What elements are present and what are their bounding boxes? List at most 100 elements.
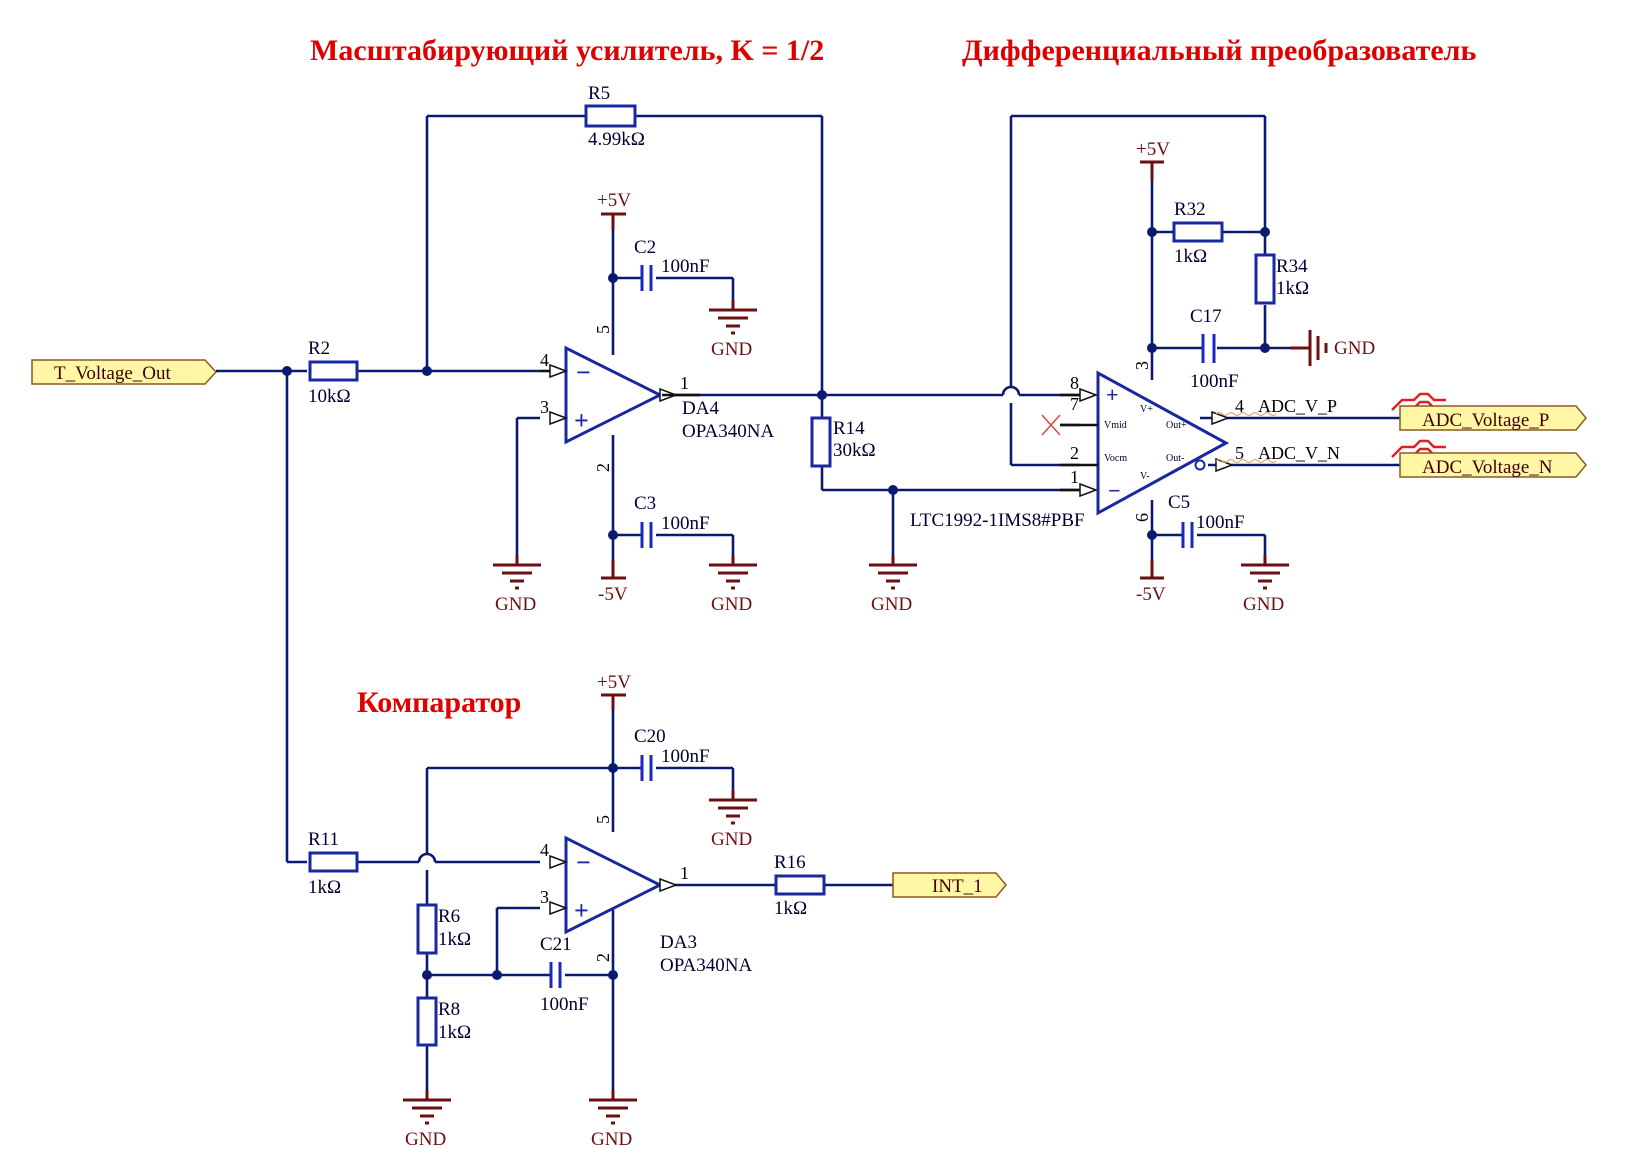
- vpos-label: +5V: [1136, 139, 1170, 160]
- opamp-da3[interactable]: − + 4 3 1 5 2 DA3 OPA340NA: [540, 815, 752, 976]
- resistor-r16[interactable]: R16 1kΩ: [774, 852, 826, 919]
- ground-icon: GND: [493, 555, 541, 615]
- ground-icon: GND: [1241, 555, 1289, 615]
- c5-value: 100nF: [1196, 512, 1245, 533]
- ltc-pin-6: 6: [1132, 513, 1152, 522]
- port-t-voltage-out-label: T_Voltage_Out: [54, 363, 172, 384]
- ground-icon: GND: [403, 1090, 451, 1149]
- capacitor-c2[interactable]: C2 100nF: [634, 237, 710, 291]
- port-int-1[interactable]: INT_1: [892, 872, 1007, 898]
- gnd-label: GND: [1243, 594, 1284, 615]
- title-differential-converter: Дифференциальный преобразователь: [962, 34, 1476, 67]
- port-adc-voltage-p-label: ADC_Voltage_P: [1422, 410, 1549, 431]
- ltc-vpos-name: V+: [1140, 404, 1153, 415]
- power-vpos-da4: +5V: [597, 190, 631, 230]
- r8-value: 1kΩ: [438, 1022, 471, 1043]
- ltc-pin-2: 2: [1070, 443, 1079, 463]
- net-adc-v-p: ADC_V_P: [1258, 396, 1337, 416]
- gnd-label: GND: [591, 1129, 632, 1149]
- r16-value: 1kΩ: [774, 898, 807, 919]
- port-adc-voltage-p[interactable]: ADC_Voltage_P: [1399, 405, 1587, 431]
- r34-value: 1kΩ: [1276, 278, 1309, 299]
- ltc-pin-7: 7: [1070, 394, 1079, 414]
- ground-icon: GND: [709, 790, 757, 850]
- title-scaling-amplifier: Масштабирующий усилитель, K = 1/2: [310, 34, 824, 67]
- da3-pin-out: 1: [680, 863, 689, 883]
- ltc-pin-1: 1: [1070, 467, 1079, 487]
- c5-ref: C5: [1168, 492, 1190, 513]
- r14-value: 30kΩ: [833, 440, 876, 461]
- ground-symbols: GND GND GND GND GND GND GND GND: [403, 300, 1289, 1149]
- resistor-r14[interactable]: R14 30kΩ: [810, 416, 876, 468]
- resistor-r2[interactable]: R2 10kΩ: [308, 338, 359, 407]
- wires-comparator: [287, 695, 893, 1090]
- da3-pin-noninv: 3: [540, 887, 549, 907]
- ltc-pin-3: 3: [1132, 361, 1152, 370]
- power-vpos-da3: +5V: [597, 672, 631, 710]
- power-vneg-ltc: -5V: [1136, 560, 1166, 605]
- r14-ref: R14: [833, 418, 865, 439]
- vneg-label: -5V: [1136, 584, 1166, 605]
- capacitor-c5[interactable]: C5 100nF: [1168, 492, 1245, 548]
- no-connect-icon: [1041, 414, 1061, 436]
- ground-icon: GND: [589, 1090, 637, 1149]
- port-t-voltage-out[interactable]: T_Voltage_Out: [31, 359, 218, 385]
- resistor-r6[interactable]: R6 1kΩ: [416, 903, 471, 955]
- ltc-pin-5: 5: [1235, 443, 1244, 463]
- capacitor-c3[interactable]: C3 100nF: [634, 493, 710, 548]
- gnd-label: GND: [711, 594, 752, 615]
- resistor-r5[interactable]: R5 4.99kΩ: [584, 83, 645, 150]
- resistor-r8[interactable]: R8 1kΩ: [416, 996, 471, 1047]
- ground-icon: GND: [709, 300, 757, 360]
- da4-minus-symbol: −: [576, 358, 591, 387]
- wires-scaling-amplifier: [216, 114, 1410, 862]
- da3-minus-symbol: −: [576, 848, 591, 877]
- ground-icon-c17: GND: [1290, 330, 1375, 366]
- resistor-r32[interactable]: R32 1kΩ: [1172, 199, 1224, 267]
- da4-ref: DA4: [682, 398, 719, 419]
- da3-ref: DA3: [660, 932, 697, 953]
- resistor-r34[interactable]: R34 1kΩ: [1254, 253, 1309, 305]
- gnd-label: GND: [405, 1129, 446, 1149]
- ltc-vmid-name: Vmid: [1104, 420, 1127, 431]
- ltc-pin-4: 4: [1235, 396, 1244, 416]
- c17-value: 100nF: [1190, 371, 1239, 392]
- r32-ref: R32: [1174, 199, 1206, 220]
- ground-icon: GND: [709, 555, 757, 615]
- capacitor-c17[interactable]: C17 100nF: [1190, 306, 1239, 392]
- gnd-label: GND: [711, 339, 752, 360]
- capacitor-c21[interactable]: C21 100nF: [540, 934, 589, 1015]
- ground-icon: GND: [869, 555, 917, 615]
- r8-ref: R8: [438, 999, 460, 1020]
- gnd-label: GND: [495, 594, 536, 615]
- ic-ltc1992[interactable]: + − V+ Vmid Vocm Out+ Out- V- 8 7 2 1 3 …: [910, 361, 1244, 531]
- r11-value: 1kΩ: [308, 877, 341, 898]
- port-adc-voltage-n-label: ADC_Voltage_N: [1422, 457, 1553, 478]
- gnd-label: GND: [1334, 338, 1375, 359]
- resistor-r11[interactable]: R11 1kΩ: [308, 829, 359, 898]
- ltc-plus-symbol: +: [1106, 382, 1119, 407]
- capacitor-c20[interactable]: C20 100nF: [634, 726, 710, 781]
- power-vneg-da4: -5V: [598, 560, 628, 605]
- ltc-outp-name: Out+: [1166, 420, 1187, 431]
- gnd-label: GND: [711, 829, 752, 850]
- r2-value: 10kΩ: [308, 386, 351, 407]
- da4-pin-noninv: 3: [540, 397, 549, 417]
- da4-pin-out: 1: [680, 373, 689, 393]
- da4-part: OPA340NA: [682, 421, 774, 442]
- c21-ref: C21: [540, 934, 572, 955]
- opamp-da4[interactable]: − + 4 3 1 5 2 DA4 OPA340NA: [540, 325, 774, 472]
- port-adc-voltage-n[interactable]: ADC_Voltage_N: [1399, 452, 1587, 478]
- port-int-1-label: INT_1: [932, 876, 983, 897]
- r6-ref: R6: [438, 906, 460, 927]
- c21-value: 100nF: [540, 994, 589, 1015]
- c2-value: 100nF: [661, 256, 710, 277]
- c2-ref: C2: [634, 237, 656, 258]
- power-vpos-ltc: +5V: [1136, 139, 1170, 180]
- da3-pin-vneg: 2: [593, 953, 613, 962]
- da3-pin-inv: 4: [540, 840, 549, 860]
- c20-ref: C20: [634, 726, 666, 747]
- da4-pin-vneg: 2: [593, 463, 613, 472]
- da3-pin-vpos: 5: [593, 815, 613, 824]
